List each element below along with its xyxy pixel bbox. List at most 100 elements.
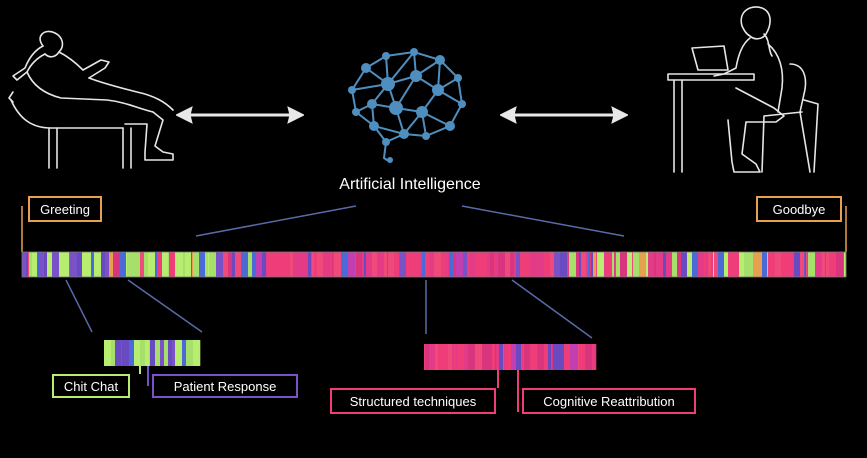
strip-segment xyxy=(28,252,30,277)
strip-segment xyxy=(672,252,678,277)
strip-segment xyxy=(604,252,606,277)
strip-segment xyxy=(711,252,714,277)
strip-segment xyxy=(216,252,224,277)
strip-segment xyxy=(713,252,715,277)
strip-segment xyxy=(548,344,552,370)
strip-segment xyxy=(115,340,122,366)
strip-segment xyxy=(794,252,801,277)
strip-segment xyxy=(186,252,192,277)
strip-segment xyxy=(400,252,407,277)
strip-segment xyxy=(692,252,699,277)
strip-segment xyxy=(579,344,586,370)
strip-segment xyxy=(648,252,655,277)
strip-segment xyxy=(191,252,193,277)
strip-segment xyxy=(550,252,555,277)
reclining-person-icon xyxy=(8,30,174,169)
strip-segment xyxy=(497,252,499,277)
strip-segment xyxy=(413,252,421,277)
strip-segment xyxy=(183,252,186,277)
strip-segment xyxy=(122,340,130,366)
strip-segment xyxy=(37,252,40,277)
strip-segment xyxy=(199,252,206,277)
strip-segment xyxy=(420,252,423,277)
strip-segment xyxy=(620,252,628,277)
strip-segment xyxy=(496,344,500,370)
strip-segment xyxy=(718,252,725,277)
strip-segment xyxy=(663,252,667,277)
strip-segment xyxy=(557,344,565,370)
strip-segment xyxy=(168,252,170,277)
strip-segment xyxy=(193,340,201,366)
strip-segment xyxy=(821,252,823,277)
strip-segment xyxy=(487,252,490,277)
strip-segment xyxy=(69,252,71,277)
strip-segment xyxy=(475,344,483,370)
strip-segment xyxy=(111,252,114,277)
strip-segment xyxy=(437,252,442,277)
strip-segment xyxy=(579,252,582,277)
strip-segment xyxy=(570,344,575,370)
strip-segment xyxy=(728,252,736,277)
strip-segment xyxy=(442,344,449,370)
strip-segment xyxy=(735,252,740,277)
strip-segment xyxy=(463,252,468,277)
strip-segment xyxy=(127,252,130,277)
strip-segment xyxy=(241,252,249,277)
strip-segment xyxy=(538,344,545,370)
patient-response-label: Patient Response xyxy=(152,374,298,398)
strip-segment xyxy=(180,340,183,366)
strip-segment xyxy=(228,252,233,277)
strip-segment xyxy=(224,252,229,277)
strip-segment xyxy=(826,252,830,277)
strip-segment xyxy=(681,252,688,277)
strip-segment xyxy=(446,252,448,277)
strip-segment xyxy=(39,252,44,277)
strip-segment xyxy=(295,252,303,277)
strip-segment xyxy=(113,252,121,277)
strip-segment xyxy=(182,340,187,366)
strip-segment xyxy=(168,340,172,366)
strip-segment xyxy=(175,340,181,366)
strip-segment xyxy=(544,252,551,277)
structured-techniques-label: Structured techniques xyxy=(330,388,496,414)
strip-segment xyxy=(581,252,587,277)
strip-segment xyxy=(537,344,539,370)
strip-segment xyxy=(593,252,597,277)
strip-segment xyxy=(356,252,363,277)
strip-segment xyxy=(687,252,693,277)
strip-segment xyxy=(140,340,146,366)
strip-segment xyxy=(656,252,664,277)
strip-segment xyxy=(44,252,46,277)
strip-segment xyxy=(522,344,525,370)
strip-segment xyxy=(552,344,554,370)
strip-segment xyxy=(646,252,649,277)
strip-segment xyxy=(698,252,703,277)
strip-segment xyxy=(822,252,826,277)
strip-segment xyxy=(185,252,187,277)
strip-segment xyxy=(323,252,331,277)
strip-segment xyxy=(262,252,267,277)
strip-segment xyxy=(22,252,27,277)
strip-segment xyxy=(140,252,145,277)
strip-segment xyxy=(805,252,807,277)
strip-segment xyxy=(399,252,401,277)
strip-segment xyxy=(564,344,571,370)
strip-segment xyxy=(205,252,209,277)
strip-segment xyxy=(256,252,263,277)
strip-segment xyxy=(514,252,517,277)
strip-segment xyxy=(172,340,176,366)
strip-segment xyxy=(815,252,822,277)
strip-segment xyxy=(829,252,837,277)
strip-segment xyxy=(588,252,590,277)
strip-segment xyxy=(175,252,180,277)
strip-segment xyxy=(45,252,48,277)
strip-segment xyxy=(43,252,45,277)
strip-segment xyxy=(425,344,430,370)
strip-segment xyxy=(612,252,615,277)
strip-segment xyxy=(377,252,385,277)
strip-segment xyxy=(29,252,33,277)
strip-segment xyxy=(155,252,158,277)
strip-segment xyxy=(614,252,616,277)
strip-segment xyxy=(506,344,512,370)
